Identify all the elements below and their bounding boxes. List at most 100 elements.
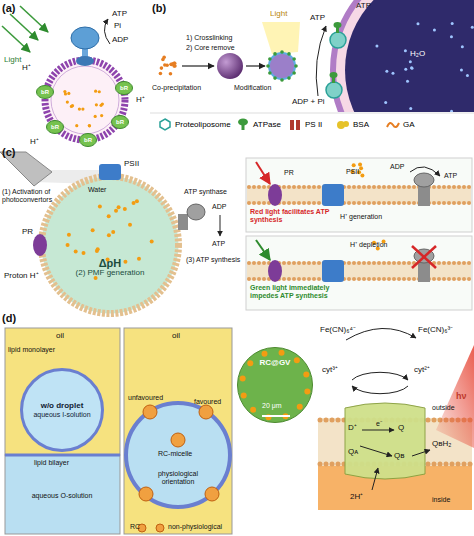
label: H⁺ generation xyxy=(340,213,382,221)
label: H⁺ depletion xyxy=(350,241,387,249)
lipid-head xyxy=(367,185,371,189)
vesicle-circle: RC@GV xyxy=(237,347,313,423)
protein-dot xyxy=(273,76,277,80)
label: Qᴀ xyxy=(348,448,358,457)
label: PR xyxy=(22,228,33,237)
lipid-head xyxy=(302,185,306,189)
label: RC xyxy=(130,523,140,531)
lipid-head xyxy=(457,277,461,281)
label: D⁺ xyxy=(348,424,357,433)
atp-synthase xyxy=(414,173,434,206)
label: Modification xyxy=(234,84,271,92)
lipid-heads xyxy=(247,185,471,281)
label: cyt²⁺ xyxy=(414,366,430,375)
light-beam xyxy=(262,22,300,54)
label: Light xyxy=(270,10,287,19)
redox-arrow xyxy=(346,328,416,340)
lipid-head xyxy=(462,261,466,265)
legend-item: BSA xyxy=(336,118,369,131)
proton-dots xyxy=(63,90,104,128)
lipid-head xyxy=(362,201,366,205)
protein-dot xyxy=(294,64,298,68)
lipid-head xyxy=(397,261,401,265)
lipid-head xyxy=(297,277,301,281)
label: ATP xyxy=(212,240,225,248)
cell-dot xyxy=(466,74,469,77)
lipid-head xyxy=(387,277,391,281)
protein-ellipse: bR xyxy=(36,85,54,99)
lipid-head xyxy=(367,277,371,281)
rc-spot xyxy=(303,372,309,378)
lipid-head xyxy=(352,261,356,265)
lipid-head xyxy=(347,261,351,265)
lipid-head xyxy=(407,261,411,265)
label: oil xyxy=(172,332,180,341)
rc-micelle xyxy=(205,487,219,501)
proton-dot xyxy=(91,228,95,232)
lipid-head xyxy=(452,185,456,189)
proton-dot xyxy=(111,230,115,234)
lipid-head xyxy=(307,277,311,281)
rc-spot xyxy=(294,357,300,363)
cell-dot xyxy=(471,26,474,29)
rc-spot xyxy=(250,407,256,413)
proton-dot xyxy=(98,90,101,93)
atpase-icon xyxy=(330,72,338,78)
lipid-head xyxy=(367,201,371,205)
lipid-head xyxy=(432,185,436,189)
atp-synthase xyxy=(414,173,434,187)
precursor-dots xyxy=(159,55,177,75)
lipid-head xyxy=(432,277,436,281)
protein-dot xyxy=(280,50,284,54)
cell xyxy=(333,0,474,112)
scheme-box xyxy=(246,158,472,232)
legend-text: Proteoliposome xyxy=(175,120,231,129)
label: lipid monolayer xyxy=(8,346,55,354)
proton-dots xyxy=(66,199,154,280)
legend-text: ATPase xyxy=(253,120,281,129)
legend-text: GA xyxy=(403,120,415,129)
lipid-head xyxy=(392,277,396,281)
rc-spot xyxy=(297,404,303,410)
lipid-head xyxy=(462,462,467,467)
proton-dot xyxy=(359,166,363,170)
lipid-head xyxy=(318,462,323,467)
cell-dot xyxy=(375,44,378,47)
pr-protein xyxy=(268,184,282,206)
cell-dot xyxy=(385,70,388,73)
lipid-head xyxy=(377,261,381,265)
lipid-head xyxy=(372,277,376,281)
lipid-head xyxy=(312,201,316,205)
node-outline xyxy=(47,121,64,134)
lipid-head xyxy=(462,201,466,205)
lipid-head xyxy=(457,201,461,205)
lipid-head xyxy=(302,261,306,265)
rc-spot xyxy=(262,351,268,357)
legend-icon xyxy=(336,118,350,131)
protein-ellipse: bR xyxy=(46,120,64,134)
lipid-head xyxy=(312,185,316,189)
proton-dot xyxy=(100,114,103,117)
lipid-head xyxy=(468,462,473,467)
lipid-head xyxy=(382,185,386,189)
rc-spot xyxy=(279,350,285,356)
liposome xyxy=(45,60,125,140)
oil-phase xyxy=(5,328,120,455)
lipid-head xyxy=(352,185,356,189)
protein-dot xyxy=(280,78,284,82)
proton-dot xyxy=(150,239,154,243)
node-text: RC@GV xyxy=(260,359,291,368)
lipid-head xyxy=(372,261,376,265)
proton-dot xyxy=(88,124,91,127)
droplet-circle: w/o dropletaqueous I-solution xyxy=(20,368,104,452)
label: ATP xyxy=(356,2,371,11)
lipid-head xyxy=(362,261,366,265)
lipid-head xyxy=(392,201,396,205)
proton-dot xyxy=(123,260,127,264)
legend-icon-part xyxy=(296,120,300,130)
label: cyt³⁺ xyxy=(322,366,338,375)
panel-letter: (b) xyxy=(152,2,166,14)
lipid-head xyxy=(462,185,466,189)
protein-ellipse: bR xyxy=(111,115,129,129)
precursor-dot xyxy=(163,63,167,67)
